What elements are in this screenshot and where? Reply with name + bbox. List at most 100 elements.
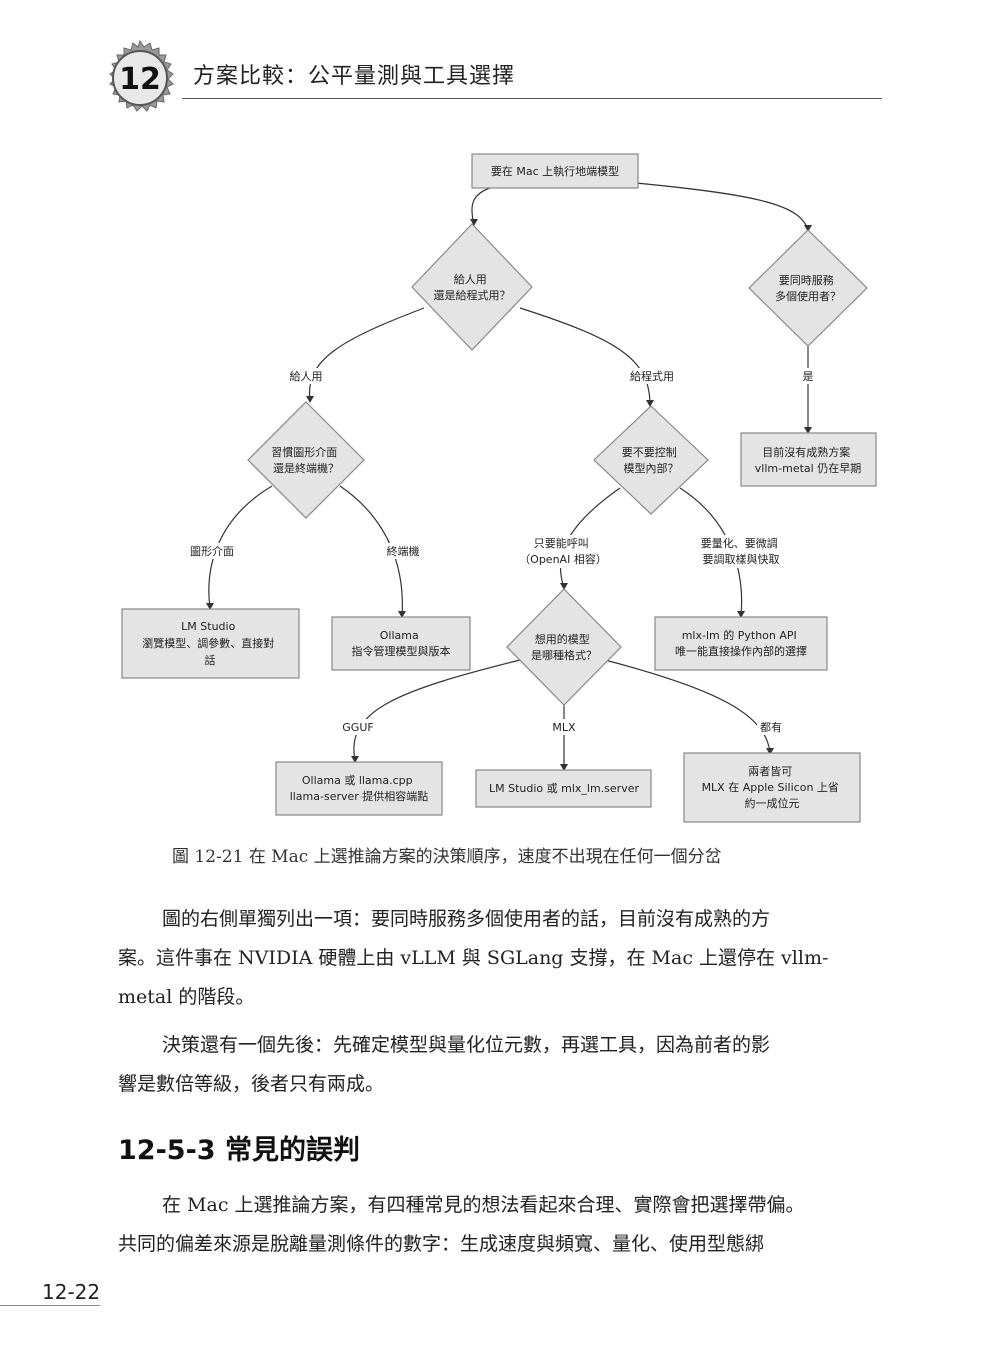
node-result-gguf [275, 761, 443, 816]
node-start-label: 要在 Mac 上執行地端模型 [491, 164, 619, 178]
node-result-no-mature-line1: 目前沒有成熟方案 [762, 445, 850, 459]
arrowhead-ollama [398, 611, 406, 618]
node-q-user-or-program-line2: 還是給程式用？ [434, 288, 511, 302]
arrowhead-qmulti [804, 225, 812, 232]
svg-text:都有: 都有 [760, 720, 782, 734]
node-result-mlx-lm [654, 616, 828, 671]
arrowhead-gguf [351, 756, 359, 763]
node-q-multi-user [748, 229, 868, 347]
paragraph-2-line1: 決策還有一個先後：先確定模型與量化位元數，再選工具，因為前者的影 [162, 1034, 771, 1056]
node-result-both [683, 752, 861, 823]
edge-qformat-to-gguf [353, 659, 521, 761]
svg-text:要同時服務 多個使用者？: 要同時服務 多個使用者？ [775, 273, 841, 303]
arrowhead-qcontrol [646, 400, 654, 407]
node-q-control-internals-line1: 要不要控制 [622, 445, 677, 459]
arrowhead-mlx [560, 764, 568, 771]
svg-text:給程式用: 給程式用 [630, 369, 674, 383]
paragraph-1-line3: metal 的階段。 [118, 986, 255, 1008]
svg-text:MLX: MLX [552, 721, 576, 734]
node-result-no-mature [740, 432, 877, 487]
arrowhead-qgui [306, 396, 314, 403]
arrowhead-mlxlm [737, 611, 745, 618]
node-result-mlx-lm-line2: 唯一能直接操作內部的選擇 [675, 644, 807, 658]
node-q-multi-user-line1: 要同時服務 [779, 273, 834, 287]
node-result-gguf-line2: llama-server 提供相容端點 [290, 789, 429, 803]
edge-label-gguf: GGUF [342, 721, 373, 734]
svg-text:想用的模型 是哪種格式？: 想用的模型 是哪種格式？ [531, 632, 597, 662]
node-result-both-line3: 約一成位元 [745, 796, 800, 810]
node-result-mlx [475, 769, 652, 808]
node-result-ollama-line1: Ollama [380, 629, 419, 642]
paragraph-2-line2: 響是數倍等級，後者只有兩成。 [118, 1073, 385, 1095]
edge-label-for-program: 給程式用 [630, 369, 674, 383]
node-q-user-or-program-line1: 給人用 [454, 272, 487, 286]
node-result-lm-studio-line2: 瀏覽模型、調參數、直接對 [142, 636, 274, 650]
header-rule [182, 98, 882, 99]
svg-text:是: 是 [803, 370, 814, 383]
node-q-multi-user-line2: 多個使用者？ [775, 289, 841, 303]
figure-caption: 圖 12-21 在 Mac 上選推論方案的決策順序，速度不出現在任何一個分岔 [172, 847, 722, 867]
edge-label-gui: 圖形介面 [190, 545, 234, 558]
svg-text:LM Studio 或 mlx_lm.server: LM Studio 或 mlx_lm.server [489, 782, 639, 795]
node-q-model-format-line2: 是哪種格式？ [531, 648, 597, 662]
node-result-ollama [331, 616, 471, 671]
node-q-user-or-program [411, 223, 533, 351]
svg-text:給人用 還是給程式用？: 給人用 還是給程式用？ [434, 272, 511, 302]
edge-label-quant-finetune-line1: 要量化、要微調 [701, 536, 778, 550]
paragraph-3-line1: 在 Mac 上選推論方案，有四種常見的想法看起來合理、實際會把選擇帶偏。 [162, 1194, 805, 1216]
svg-text:習慣圖形介面 還是終端機？: 習慣圖形介面 還是終端機？ [271, 445, 341, 475]
edge-label-call-only-line2: （OpenAI 相容） [519, 552, 607, 566]
node-result-gguf-line1: Ollama 或 llama.cpp [302, 774, 413, 787]
svg-text:要不要控制 模型內部？: 要不要控制 模型內部？ [622, 445, 681, 475]
node-result-ollama-line2: 指令管理模型與版本 [352, 644, 451, 658]
chapter-number: 12 [119, 62, 161, 97]
edge-q1-to-qcontrol [519, 307, 651, 406]
svg-text:要量化、要微調 要調取樣與快取: 要量化、要微調 要調取樣與快取 [701, 536, 782, 566]
edge-label-yes: 是 [803, 370, 814, 383]
edge-label-both: 都有 [760, 720, 782, 734]
paragraph-1-line1: 圖的右側單獨列出一項：要同時服務多個使用者的話，目前沒有成熟的方 [162, 908, 771, 930]
node-result-no-mature-line2: vllm-metal 仍在早期 [755, 462, 861, 475]
node-q-control-internals-line2: 模型內部？ [624, 461, 679, 475]
node-q-gui-or-terminal-line2: 還是終端機？ [273, 461, 339, 475]
edge-q1-to-qgui [308, 307, 425, 401]
edge-label-for-people: 給人用 [290, 369, 323, 383]
edge-label-call-only-line1: 只要能呼叫 [534, 536, 589, 550]
arrowhead-both [766, 748, 774, 755]
node-result-mlx-lm-line1: mlx-lm 的 Python API [682, 628, 797, 642]
arrowhead-qformat [560, 583, 568, 590]
arrowhead-q1 [470, 219, 478, 226]
page-number: 12-22 [42, 1280, 101, 1304]
paragraph-2: 決策還有一個先後：先確定模型與量化位元數，再選工具，因為前者的影 響是數倍等級，… [118, 1026, 884, 1104]
svg-text:mlx-lm 的 Python API 唯一能直接操: mlx-lm 的 Python API 唯一能直接操作內部的選擇 [675, 628, 807, 658]
node-q-gui-or-terminal [247, 401, 365, 519]
edge-start-to-qmulti [635, 182, 809, 231]
paragraph-3: 在 Mac 上選推論方案，有四種常見的想法看起來合理、實際會把選擇帶偏。 共同的… [118, 1186, 884, 1264]
edge-start-to-q1 [471, 187, 491, 225]
svg-text:要在 Mac 上執行地端模型: 要在 Mac 上執行地端模型 [491, 164, 619, 178]
paragraph-1: 圖的右側單獨列出一項：要同時服務多個使用者的話，目前沒有成熟的方 案。這件事在 … [118, 900, 884, 1017]
node-q-model-format [506, 588, 622, 706]
section-heading: 12-5-3 常見的誤判 [118, 1135, 360, 1166]
svg-text:LM Studio 瀏覽模型、調參數、直接對: LM Studio 瀏覽模型、調參數、直接對 話 [142, 620, 278, 667]
node-result-lm-studio-line1: LM Studio [181, 620, 235, 633]
chapter-title: 方案比較：公平量測與工具選擇 [193, 64, 516, 89]
arrowhead-nomature [804, 427, 812, 434]
decision-flowchart: 要在 Mac 上執行地端模型 給人用 還是給程式用？ 要同時服務 多個使用者？ … [121, 153, 877, 823]
node-result-both-line1: 兩者皆可 [748, 765, 792, 778]
node-q-control-internals [593, 405, 709, 515]
arrowhead-lmstudio [206, 603, 214, 610]
node-result-lm-studio [121, 608, 300, 679]
edge-qformat-to-both [604, 659, 771, 753]
svg-text:Ollama 指令管理模型與版本: Ollama 指令管理模型與版本 [352, 629, 451, 658]
edge-label-mlx: MLX [552, 721, 576, 734]
svg-text:給人用: 給人用 [290, 369, 323, 383]
chapter-badge: 12 [109, 40, 174, 112]
svg-text:只要能呼叫 （OpenAI 相容）: 只要能呼叫 （OpenAI 相容） [519, 536, 607, 566]
paragraph-3-line2: 共同的偏差來源是脫離量測條件的數字：生成速度與頻寬、量化、使用型態綁 [118, 1233, 765, 1255]
edge-label-quant-finetune-line2: 要調取樣與快取 [703, 552, 780, 566]
svg-text:兩者皆可 MLX 在 Apple Silicon 上: 兩者皆可 MLX 在 Apple Silicon 上省 約一成位元 [702, 765, 843, 810]
node-start [471, 153, 639, 189]
node-result-lm-studio-line3: 話 [205, 653, 216, 667]
node-q-gui-or-terminal-line1: 習慣圖形介面 [271, 445, 337, 459]
